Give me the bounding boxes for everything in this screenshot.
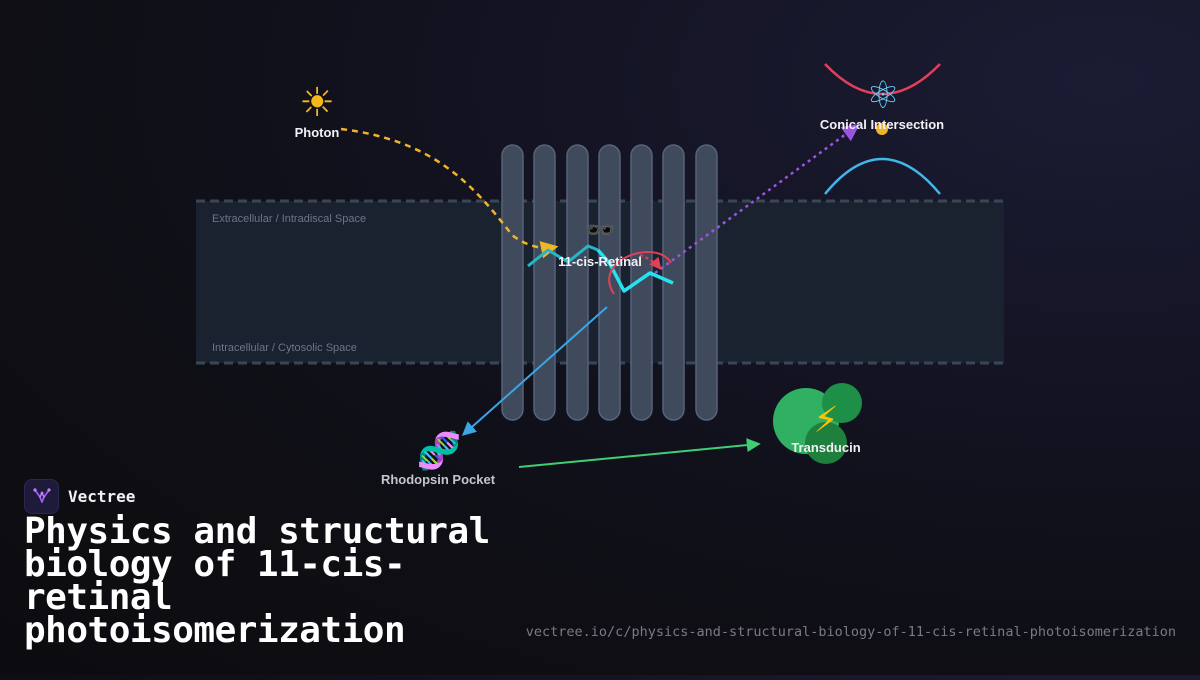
helix-3 [566,144,589,421]
intracellular-label: Intracellular / Cytosolic Space [212,342,357,354]
lightning-icon: ⚡ [813,400,838,441]
photon-label: Photon [295,125,340,140]
page-url[interactable]: vectree.io/c/physics-and-structural-biol… [525,624,1176,640]
brand: Vectree [24,478,136,514]
photon-absorption-arrow [340,127,559,259]
transducin-label: Transducin [791,440,860,455]
conical-intersection-label: Conical Intersection [820,117,944,132]
helix-7 [695,144,718,421]
retinal-label: 11-cis-Retinal [558,254,642,269]
rhodopsin-pocket-label: Rhodopsin Pocket [381,472,496,487]
pocket-arrow [461,306,608,436]
sun-icon: ☀ [299,80,335,126]
retinal-cis-chain [527,244,599,268]
sunglasses-icon: 🕶 [585,216,615,244]
helix-2 [533,144,556,421]
twist-direction-arrow [639,254,662,270]
retinal-trans-chain [596,248,674,293]
transducin-gamma [805,422,847,464]
page-title: Physics and structural biology of 11-cis… [24,511,490,651]
atom-icon: ⚛ [866,73,900,117]
ground-state-surface [824,157,941,195]
intersection-point [876,123,888,135]
signal-arrow [518,438,761,468]
helix-1 [501,144,524,421]
helix-bundle [501,144,718,421]
brand-name: Vectree [68,486,136,506]
extracellular-label: Extracellular / Intradiscal Space [212,213,366,225]
helix-5 [630,144,653,421]
excited-state-surface [824,63,941,96]
isomerization-twist-arc [608,250,672,295]
vectree-logo-icon [24,478,59,514]
dna-icon: 🧬 [417,429,462,472]
transducin-beta [822,383,862,423]
transducin-complex [773,383,862,464]
helix-6 [662,144,685,421]
